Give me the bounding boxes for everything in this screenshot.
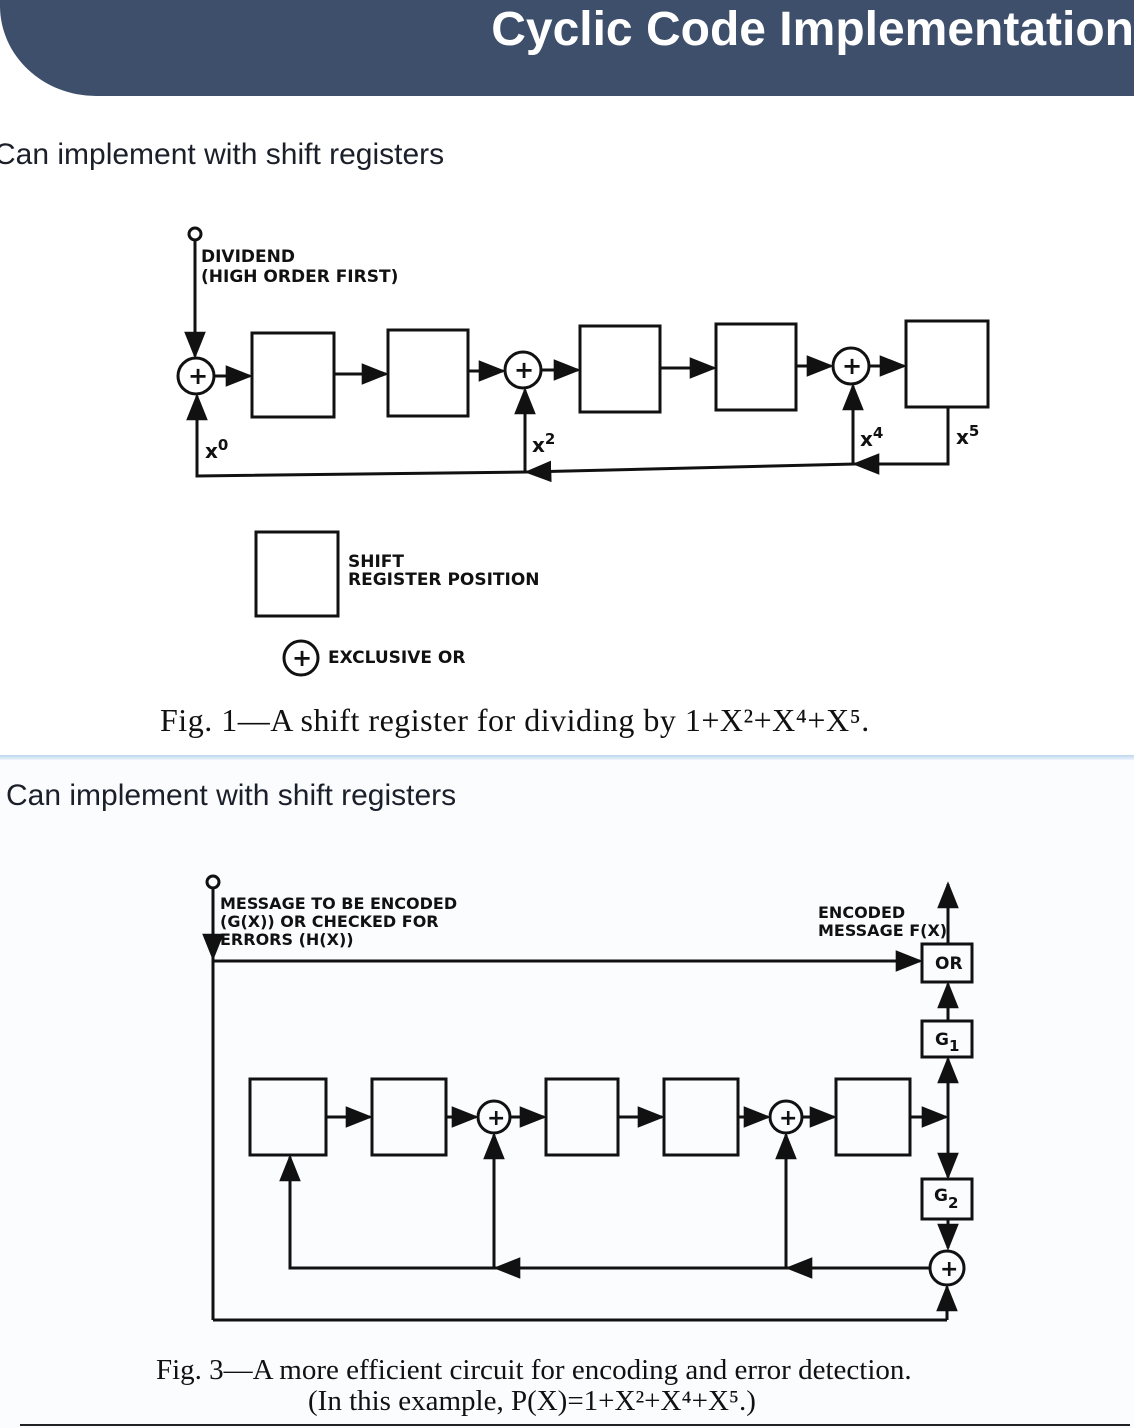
bullet-text-1: Can implement with shift registers: [0, 138, 445, 171]
figure-3-caption-line-2: (In this example, P(X)=1+X²+X⁴+X⁵.): [308, 1385, 756, 1417]
input-terminal-2: [205, 874, 221, 890]
dividend-label: DIVIDEND: [201, 247, 295, 267]
message-label-2: (G(X)) OR CHECKED FOR: [220, 912, 439, 931]
legend-exclusive-or-label: EXCLUSIVE OR: [328, 648, 465, 668]
or-gate-label: OR: [935, 954, 963, 974]
bullet-text-2: Can implement with shift registers: [6, 779, 457, 812]
gate-g2-label: G2: [934, 1186, 958, 1212]
tap-label-x4: x4: [860, 424, 883, 451]
xor-plus-3: +: [842, 352, 862, 380]
tap-label-x2: x2: [532, 430, 555, 457]
legend-register-box: [254, 530, 340, 618]
tap-label-x5: x5: [956, 422, 979, 449]
encoder-xor-plus-2: +: [779, 1106, 797, 1131]
encoded-label-2: MESSAGE F(X): [818, 921, 947, 940]
encoder-register-2: [370, 1077, 448, 1157]
encoded-label-1: ENCODED: [818, 903, 905, 922]
shift-register-2: [386, 328, 470, 418]
legend-shift-label: SHIFT: [348, 552, 404, 572]
figure-1-shift-register-divider: + + + + DIVIDEND (HIGH ORDER FIRST) SHIF…: [176, 226, 990, 677]
bottom-rule: [20, 1424, 1130, 1426]
legend-register-position-label: REGISTER POSITION: [348, 570, 540, 590]
encoder-register-5: [834, 1077, 912, 1157]
feedback-xor-plus: +: [940, 1257, 958, 1282]
slide-2-background: [0, 760, 1134, 1428]
tap-label-x0: x0: [205, 436, 228, 463]
encoder-register-3: [544, 1077, 620, 1157]
legend-xor-symbol: [282, 639, 320, 677]
figure-3-caption-line-1: Fig. 3—A more efficient circuit for enco…: [156, 1354, 912, 1386]
high-order-first-label: (HIGH ORDER FIRST): [201, 267, 398, 287]
slide-divider: [0, 755, 1134, 760]
xor-plus-2: +: [514, 356, 534, 384]
slide-title: Cyclic Code Implementation: [491, 3, 1134, 56]
encoder-register-4: [662, 1077, 740, 1157]
xor-plus-1: +: [188, 362, 208, 390]
encoder-register-1: [248, 1077, 328, 1157]
figure-1-caption: Fig. 1—A shift register for dividing by …: [160, 702, 870, 738]
message-label-1: MESSAGE TO BE ENCODED: [220, 894, 457, 913]
header-band: [0, 0, 1134, 96]
gate-g1-label: G1: [935, 1030, 959, 1055]
legend-xor-plus: +: [292, 644, 312, 672]
message-label-3: ERRORS (H(X)): [220, 930, 354, 949]
encoder-xor-plus-1: +: [487, 1106, 505, 1131]
